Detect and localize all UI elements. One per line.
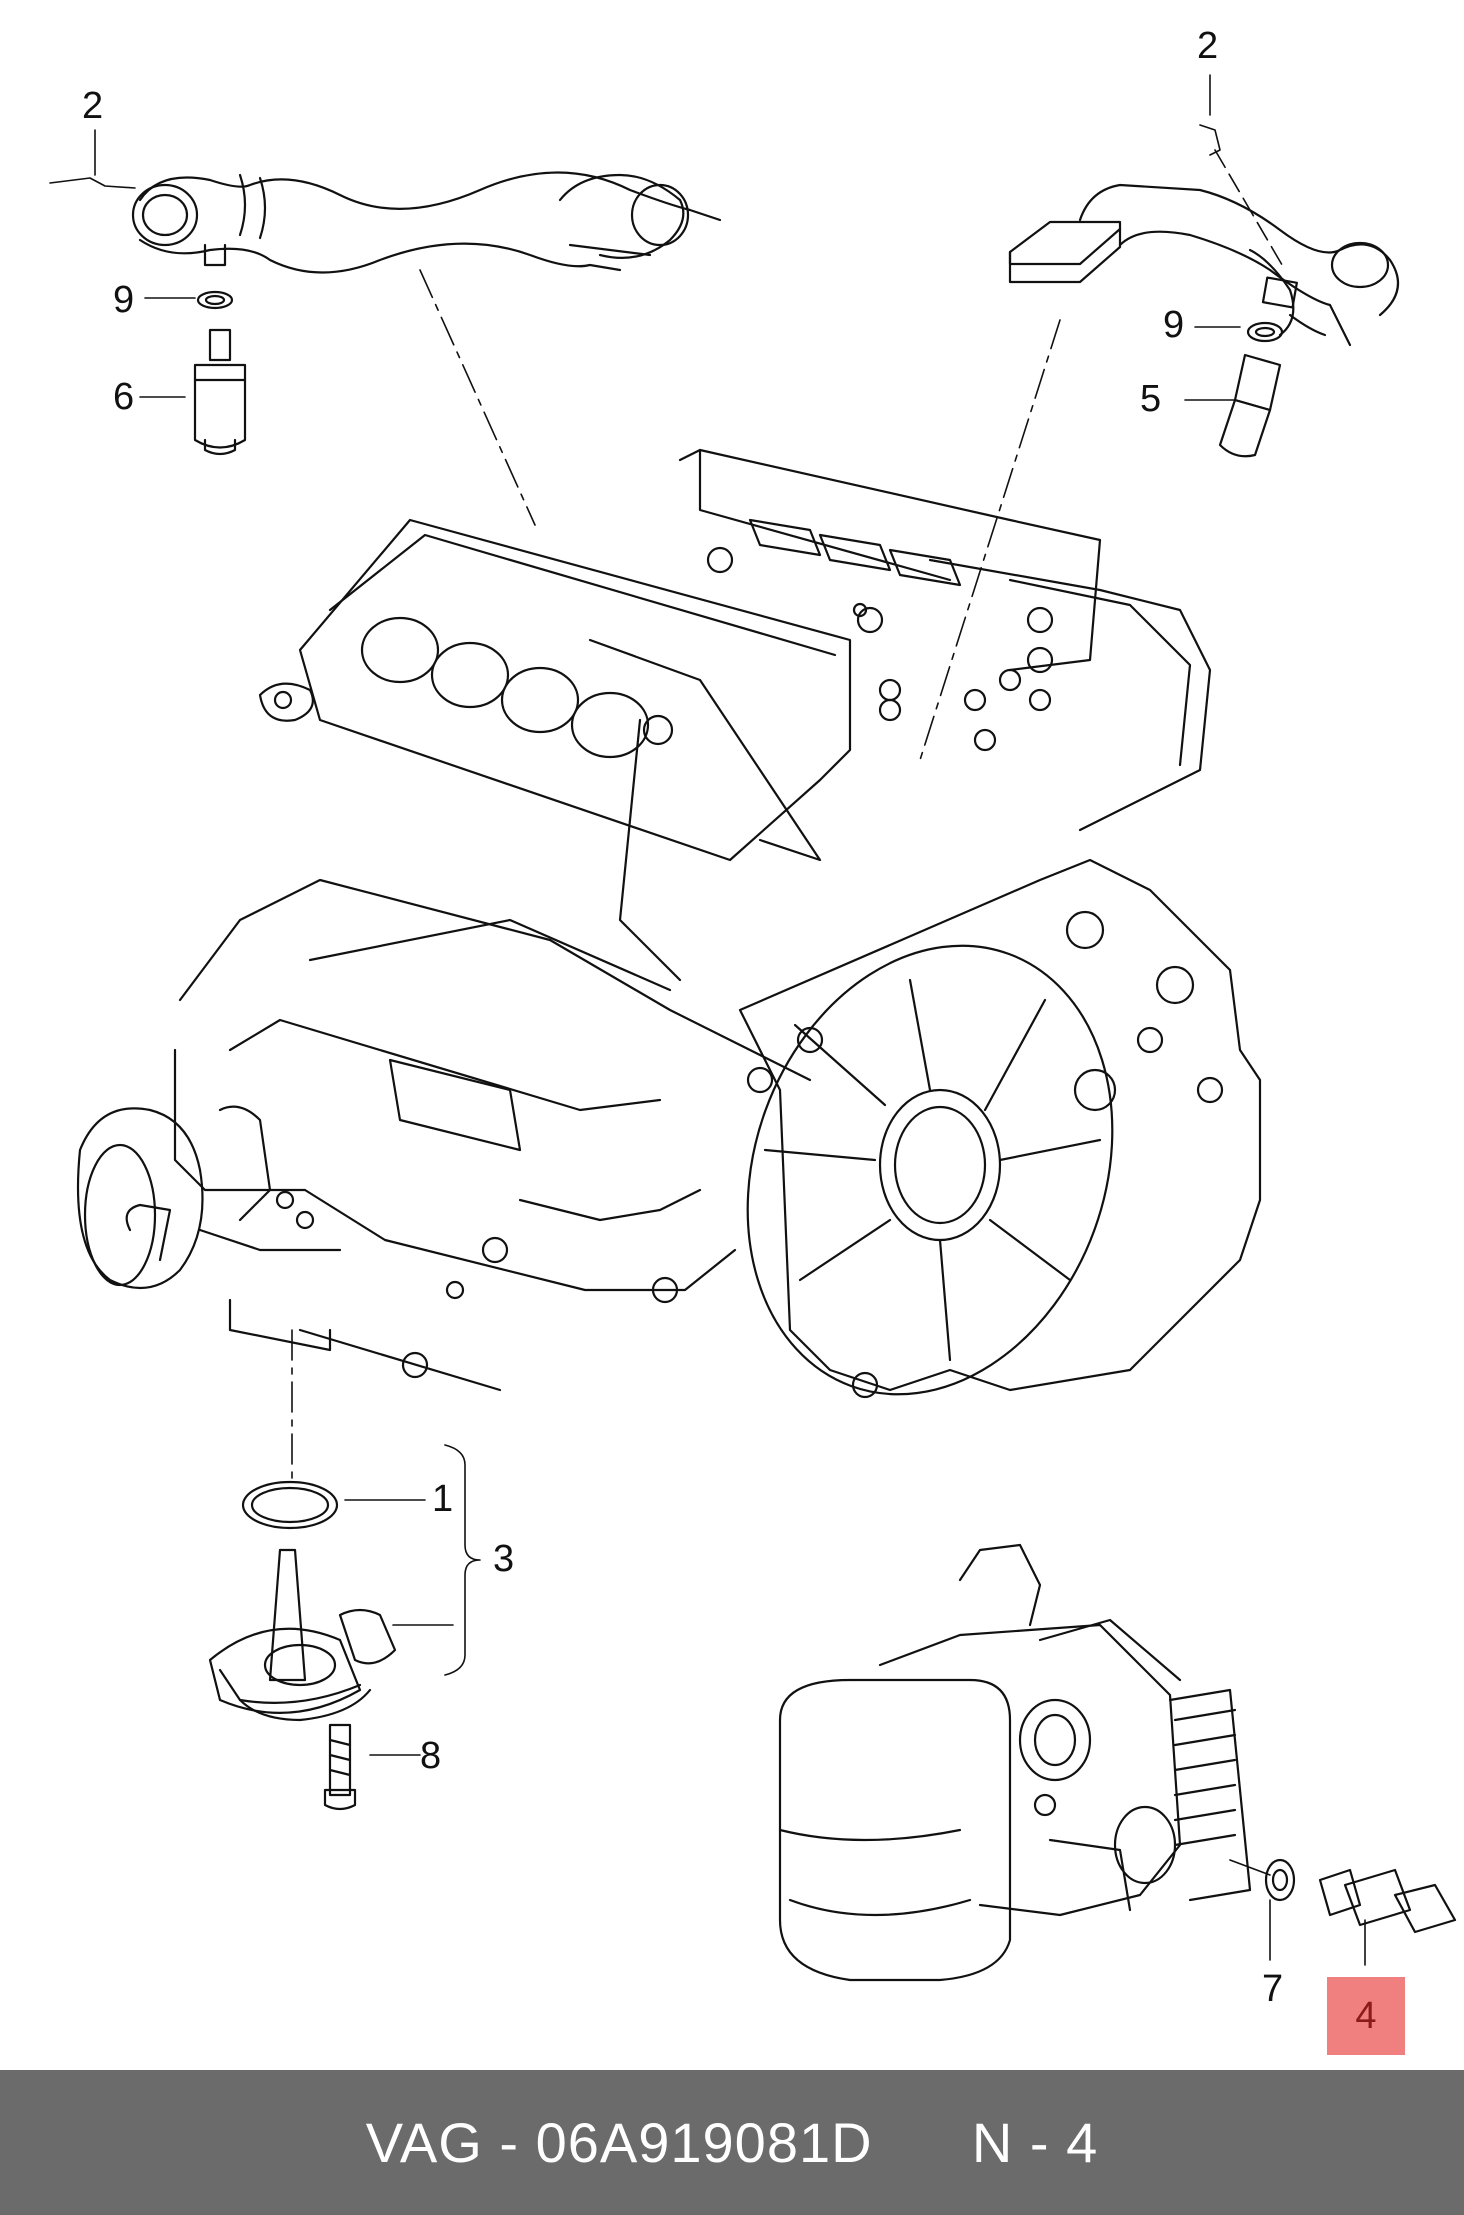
footer-separator: [483, 2110, 500, 2175]
footer-gap: [873, 2110, 972, 2175]
callout-1: 1: [432, 1478, 454, 1520]
left-temp-sensor-6: [193, 328, 247, 456]
callout-2-left: 2: [82, 85, 104, 127]
footer-bar: VAG - 06A919081D N - 4: [0, 2070, 1464, 2215]
callout-9-right: 9: [1163, 304, 1185, 346]
footer-dash: -: [499, 2111, 520, 2174]
left-coolant-pipe: [131, 171, 722, 274]
right-coolant-flange: [1008, 183, 1400, 347]
callout-6: 6: [113, 376, 135, 418]
bolt-8: [323, 1723, 357, 1811]
seal-ring-7: [1264, 1858, 1296, 1902]
callout-3: 3: [493, 1538, 515, 1580]
right-seal-ring-9: [1246, 321, 1284, 343]
sensor-leader-lines: [344, 1444, 481, 1756]
engine-block: [76, 448, 1262, 1399]
oil-pressure-sensor-4: [1318, 1868, 1457, 1934]
footer-part-number: 06A919081D: [535, 2111, 873, 2174]
callout-5: 5: [1140, 378, 1162, 420]
callout-2-right: 2: [1197, 25, 1219, 67]
callout-4-highlight[interactable]: 4: [1327, 1977, 1405, 2055]
left-seal-ring-9: [196, 290, 234, 310]
oil-level-sensor-3: [208, 1548, 397, 1722]
callout-7: 7: [1262, 1968, 1284, 2010]
footer-position-label: N - 4: [971, 2111, 1099, 2174]
engine-exploded-diagram: [49, 74, 1457, 1982]
left-leader-lines: [49, 129, 536, 526]
callout-8: 8: [420, 1735, 442, 1777]
footer-brand: VAG: [365, 2111, 483, 2174]
footer-space: [519, 2110, 536, 2175]
right-leader-lines: [919, 74, 1286, 761]
o-ring-1: [241, 1480, 339, 1530]
right-temp-sensor-5: [1218, 353, 1282, 458]
callout-9-left: 9: [113, 279, 135, 321]
oil-sensor-leader-lines: [1229, 1859, 1366, 1966]
oil-filter-housing: [778, 1543, 1252, 1982]
